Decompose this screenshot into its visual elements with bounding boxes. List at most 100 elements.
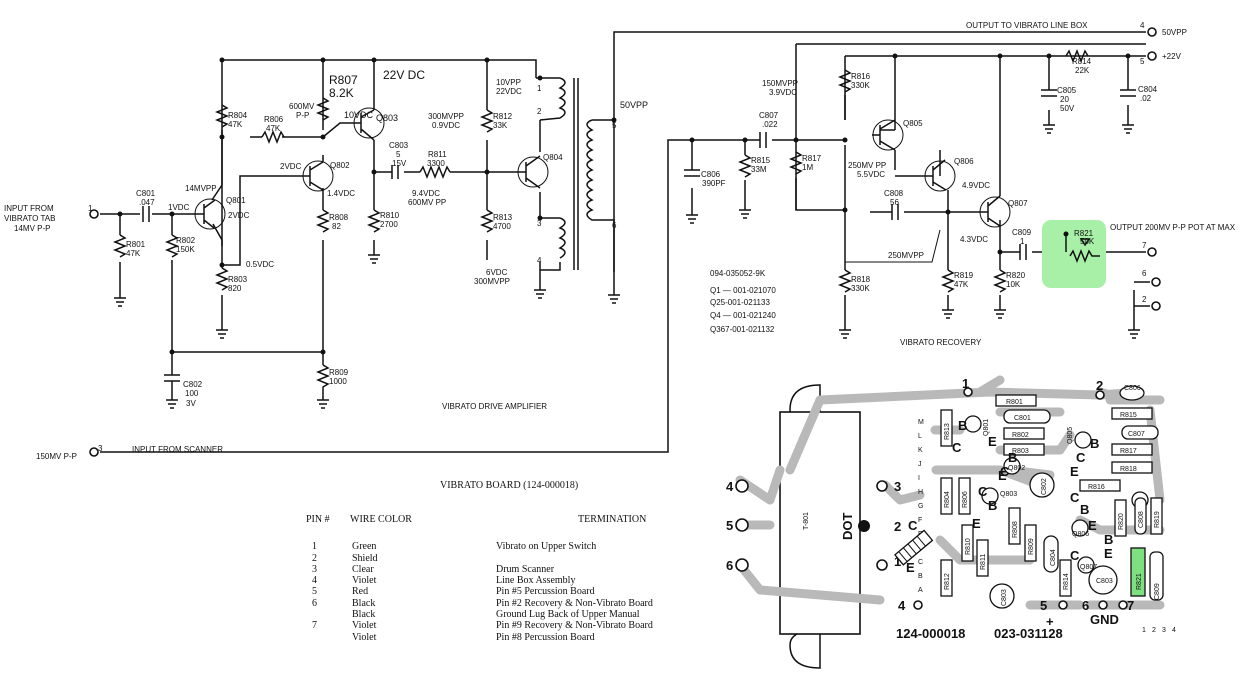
parts-list-0: 094-035052-9K (710, 269, 766, 278)
svg-text:R812: R812 (493, 112, 513, 121)
svg-text:600MV PP: 600MV PP (408, 198, 446, 207)
schematic-wiring (100, 31, 1150, 453)
svg-text:3: 3 (537, 219, 542, 228)
svg-text:R806: R806 (264, 115, 284, 124)
svg-text:R812: R812 (944, 573, 951, 590)
svg-text:B: B (988, 498, 997, 513)
svg-text:C: C (918, 559, 923, 566)
svg-text:50V: 50V (1060, 104, 1075, 113)
svg-text:Q806: Q806 (954, 157, 974, 166)
svg-text:B: B (1080, 502, 1089, 517)
svg-text:2VDC: 2VDC (280, 162, 302, 171)
svg-text:4.9VDC: 4.9VDC (962, 181, 990, 190)
svg-text:150MVPP: 150MVPP (762, 79, 798, 88)
svg-text:E: E (1070, 464, 1079, 479)
svg-text:R821: R821 (1074, 229, 1094, 238)
svg-text:R806: R806 (962, 491, 969, 508)
pcb-gnd-label: GND (1090, 612, 1119, 627)
svg-text:R820: R820 (1006, 271, 1026, 280)
svg-text:C806: C806 (701, 170, 721, 179)
svg-text:R818: R818 (1120, 466, 1137, 473)
svg-text:+: + (1046, 614, 1054, 629)
svg-text:Q802: Q802 (330, 161, 350, 170)
svg-text:56: 56 (890, 198, 899, 207)
pcb-pins (735, 387, 1128, 610)
svg-text:3: 3 (894, 479, 901, 494)
svg-text:R821: R821 (1136, 573, 1143, 590)
svg-text:Q801: Q801 (983, 419, 990, 436)
svg-text:J: J (918, 461, 922, 468)
svg-text:C803: C803 (1001, 589, 1008, 606)
svg-text:3: 3 (1162, 627, 1166, 634)
svg-text:R814: R814 (1063, 573, 1070, 590)
svg-text:C801: C801 (136, 189, 156, 198)
svg-text:C808: C808 (884, 189, 904, 198)
svg-text:R819: R819 (1154, 511, 1161, 528)
svg-text:2: 2 (1152, 627, 1156, 634)
svg-text:R801: R801 (126, 240, 146, 249)
svg-text:E: E (998, 468, 1007, 483)
svg-text:C807: C807 (1128, 431, 1145, 438)
svg-text:R810: R810 (965, 538, 972, 555)
svg-text:Q804: Q804 (543, 153, 563, 162)
svg-text:5: 5 (726, 518, 733, 533)
pin-2-label: 2 (1142, 295, 1147, 304)
svg-text:R816: R816 (851, 72, 871, 81)
svg-text:2: 2 (894, 519, 901, 534)
svg-text:C: C (908, 518, 918, 533)
svg-text:C801: C801 (1014, 415, 1031, 422)
svg-text:3V: 3V (186, 399, 196, 408)
svg-text:C807: C807 (759, 111, 779, 120)
pin-7-label: 7 (1142, 241, 1147, 250)
svg-text:R816: R816 (1088, 484, 1105, 491)
svg-text:1.4VDC: 1.4VDC (327, 189, 355, 198)
pin-4-label: 4 (1140, 21, 1145, 30)
svg-text:3.9VDC: 3.9VDC (769, 88, 797, 97)
svg-text:100: 100 (185, 389, 199, 398)
svg-text:1M: 1M (802, 163, 813, 172)
svg-text:Q807: Q807 (1080, 564, 1097, 571)
pcb-components: R801 C801 R802 R803 Q801 Q802 Q803 R813 … (894, 385, 1164, 609)
board-title: VIBRATO BOARD (124-000018) (440, 480, 579, 491)
schematic-transistors (194, 107, 1011, 230)
svg-text:R811: R811 (980, 554, 987, 570)
svg-text:C: C (1000, 464, 1010, 479)
svg-text:4700: 4700 (493, 222, 511, 231)
svg-text:C: C (952, 440, 962, 455)
svg-text:R804: R804 (944, 491, 951, 508)
header-wire-color: WIRE COLOR (350, 514, 412, 525)
ground-symbols (114, 124, 1140, 409)
svg-text:0.9VDC: 0.9VDC (432, 121, 460, 130)
svg-text:R820: R820 (1118, 513, 1125, 530)
svg-text:C803: C803 (389, 141, 409, 150)
svg-text:50VPP: 50VPP (620, 100, 648, 110)
schematic-resistors (112, 48, 1089, 400)
title-recovery: VIBRATO RECOVERY (900, 338, 982, 347)
svg-text:1: 1 (962, 376, 969, 391)
svg-text:C808: C808 (1138, 511, 1145, 528)
svg-text:2: 2 (537, 107, 542, 116)
pcb-dot-marker (858, 520, 870, 532)
svg-text:R801: R801 (1006, 399, 1023, 406)
parts-list-3: Q4 — 001-021240 (710, 311, 776, 320)
svg-text:47K: 47K (228, 120, 243, 129)
svg-text:4.3VDC: 4.3VDC (960, 235, 988, 244)
pcb-part-no-2: 023-031128 (994, 626, 1063, 641)
svg-text:R804: R804 (228, 111, 248, 120)
pcb-dot-label: DOT (840, 513, 855, 541)
svg-text:K: K (918, 447, 923, 454)
svg-text:R802: R802 (176, 236, 196, 245)
pcb-layout: T-801 DOT 4 5 6 3 2 1 1 2 4 5 6 7 GND + (726, 375, 1176, 669)
svg-text:Q806: Q806 (1072, 531, 1089, 538)
parts-list-4: Q367-001-021132 (710, 325, 775, 334)
pin-5-label: 5 (1140, 57, 1145, 66)
schematic-transformer (539, 77, 615, 295)
svg-text:R808: R808 (329, 213, 349, 222)
svg-text:14MVPP: 14MVPP (185, 184, 217, 193)
svg-text:Q801: Q801 (226, 196, 246, 205)
input-tab-l1: INPUT FROM (4, 204, 54, 213)
pin-3-label: 3 (98, 444, 103, 453)
svg-text:Q805: Q805 (903, 119, 923, 128)
svg-text:C809: C809 (1154, 583, 1161, 600)
svg-text:Q803: Q803 (376, 113, 398, 123)
